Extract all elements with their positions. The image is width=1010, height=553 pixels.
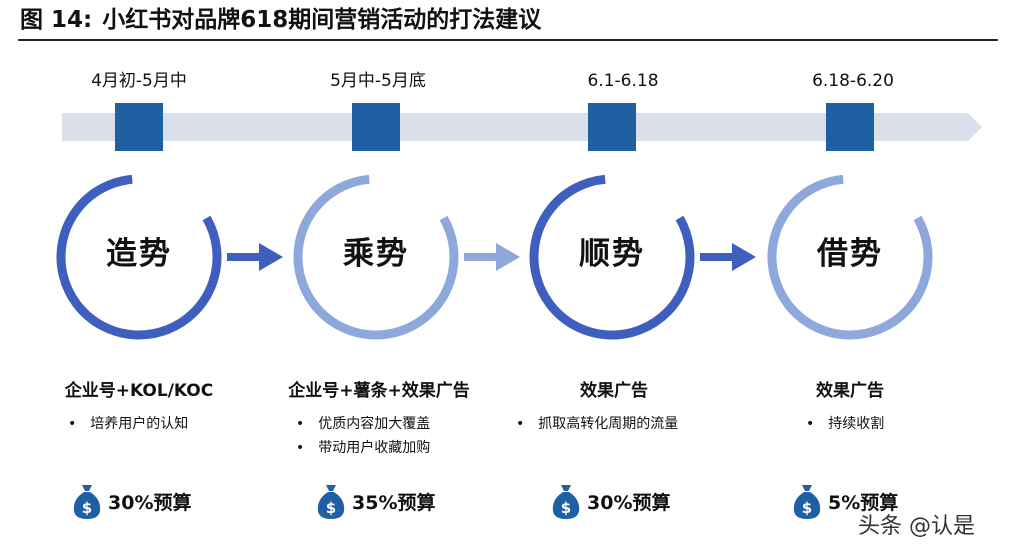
stage-date: 6.1-6.18 [587,71,659,91]
bullet-item: 培养用户的认知 [68,412,318,436]
stage-ring [529,174,695,340]
money-bag-icon: $ [317,485,345,519]
stage-channel: 企业号+薯条+效果广告 [288,381,470,401]
stage-ring [293,174,459,340]
stage-date: 4月初-5月中 [91,71,187,91]
timeline-bar [62,113,982,141]
connector-arrow [227,243,283,271]
timeline-marker [115,103,163,151]
timeline-marker [352,103,400,151]
timeline-marker [588,103,636,151]
svg-text:$: $ [82,499,92,517]
stage-bullets: 抓取高转化周期的流量 [516,412,766,436]
connector-arrow [464,243,520,271]
stage-channel: 企业号+KOL/KOC [64,381,214,401]
money-bag-icon: $ [793,485,821,519]
stage-name: 乘势 [343,236,409,272]
stage-bullets: 优质内容加大覆盖 带动用户收藏加购 [296,412,546,460]
timeline-marker [826,103,874,151]
watermark: 头条 @认是 [858,514,975,539]
budget-label: 35%预算 [352,491,436,514]
figure-title: 图 14: 小红书对品牌618期间营销活动的打法建议 [20,4,990,38]
stage-channel: 效果广告 [580,381,648,401]
budget-label: 5%预算 [828,491,899,514]
stage-name: 顺势 [579,236,645,272]
title-divider [18,39,998,41]
bullet-item: 持续收割 [806,412,1010,436]
stage-ring [56,174,222,340]
stage-budget: $ 35%预算 [316,481,435,521]
bullet-item: 抓取高转化周期的流量 [516,412,766,436]
stage-date: 6.18-6.20 [812,71,894,91]
svg-text:$: $ [802,499,812,517]
stage-ring [767,174,933,340]
figure-number: 图 14: [20,7,93,33]
stage-bullets: 持续收割 [806,412,1010,436]
stage-name: 造势 [106,236,172,272]
stage-channel: 效果广告 [816,381,884,401]
money-bag-icon: $ [552,485,580,519]
stage-date: 5月中-5月底 [330,71,426,91]
stage-bullets: 培养用户的认知 [68,412,318,436]
budget-label: 30%预算 [587,491,671,514]
bullet-item: 带动用户收藏加购 [296,436,546,460]
stage-name: 借势 [817,236,883,272]
stage-budget: $ 30%预算 [551,481,670,521]
stage-budget: $ 30%预算 [72,481,191,521]
svg-text:$: $ [561,499,571,517]
connector-arrow [700,243,756,271]
svg-text:$: $ [326,499,336,517]
money-bag-icon: $ [73,485,101,519]
budget-label: 30%预算 [108,491,192,514]
stage-budget: $ 5%预算 [792,481,898,521]
bullet-item: 优质内容加大覆盖 [296,412,546,436]
figure-title-text: 小红书对品牌618期间营销活动的打法建议 [102,7,542,33]
